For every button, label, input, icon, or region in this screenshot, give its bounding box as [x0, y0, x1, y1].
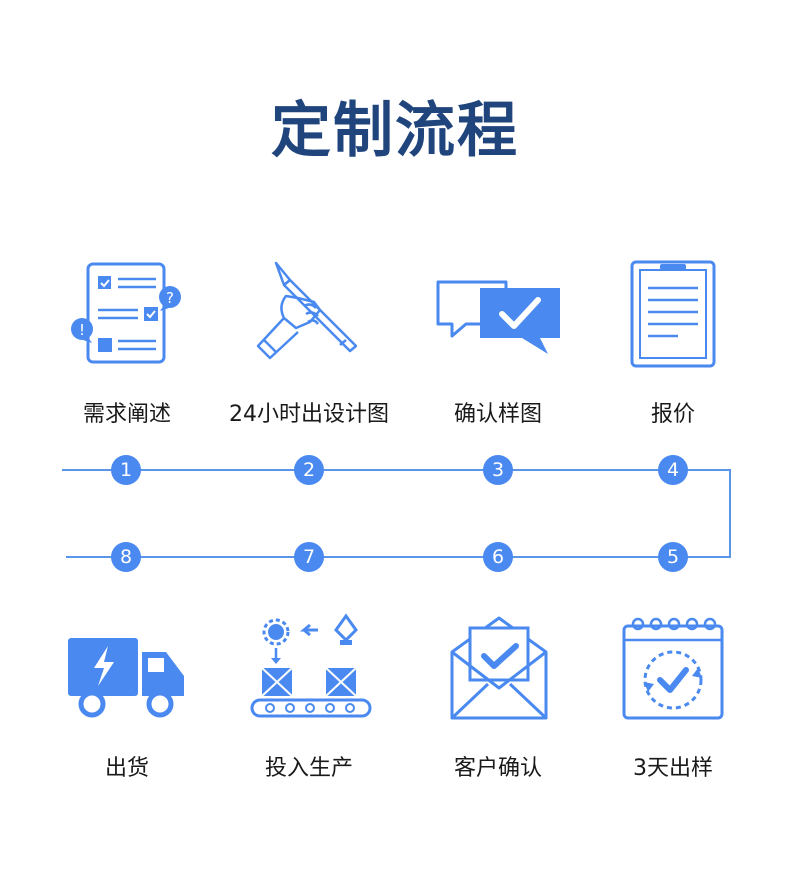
- step-5-number: 5: [658, 542, 688, 572]
- step-2-number: 2: [294, 455, 324, 485]
- svg-text:!: !: [79, 321, 85, 339]
- envelope-check-icon: [450, 616, 548, 720]
- page-title: 定制流程: [271, 96, 519, 166]
- step-7-label: 投入生产: [264, 756, 353, 781]
- step-8-number: 8: [111, 542, 141, 572]
- svg-text:?: ?: [166, 289, 174, 307]
- step-3-label: 确认样图: [453, 402, 542, 427]
- hand-pencil-icon: [256, 261, 358, 360]
- step-8-label: 出货: [104, 756, 149, 781]
- calendar-check-icon: [622, 617, 724, 720]
- step-3-number: 3: [483, 455, 513, 485]
- step-5-label: 3天出样: [633, 756, 713, 781]
- conveyor-production-icon: [250, 613, 372, 718]
- step-6-number: 6: [483, 542, 513, 572]
- delivery-truck-icon: [68, 638, 184, 718]
- step-2-label: 24小时出设计图: [229, 402, 389, 427]
- step-7-number: 7: [294, 542, 324, 572]
- step-4-number: 4: [658, 455, 688, 485]
- checklist-question-icon: ? !: [71, 262, 181, 364]
- step-4-label: 报价: [650, 402, 695, 427]
- clipboard-document-icon: [630, 260, 716, 368]
- step-1-label: 需求阐述: [82, 402, 171, 427]
- step-1-number: 1: [111, 455, 141, 485]
- chat-checkmark-icon: [436, 280, 560, 354]
- step-6-label: 客户确认: [453, 756, 542, 781]
